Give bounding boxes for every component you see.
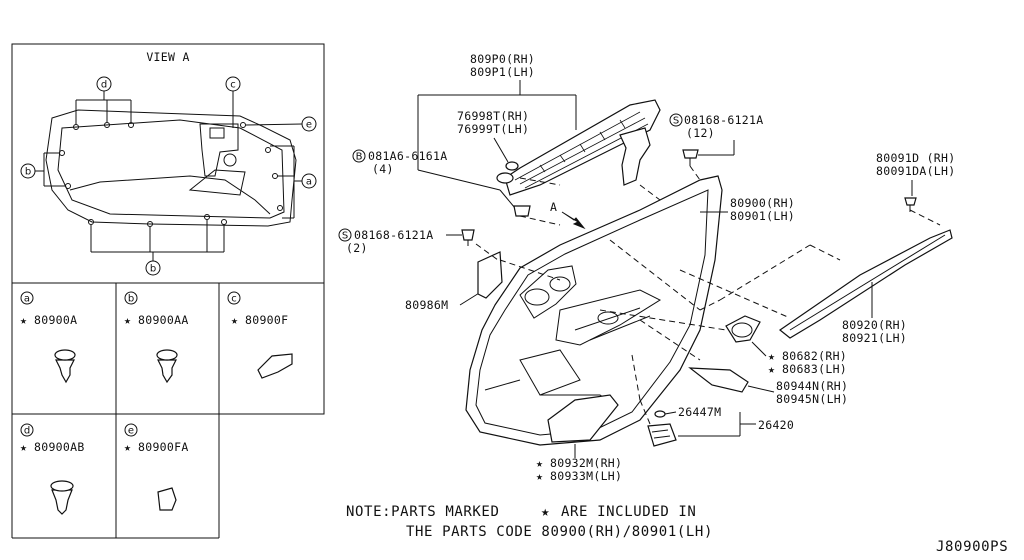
svg-text:08168-6121A: 08168-6121A — [684, 113, 763, 127]
note-line1-b: ARE INCLUDED IN — [561, 504, 696, 520]
legend-c-letter: c — [231, 294, 237, 305]
legend-e: e ★ 80900FA — [124, 423, 189, 511]
note-star: ★ — [541, 504, 550, 520]
legend-e-letter: e — [128, 426, 134, 437]
label-80682: ★ 80682(RH) ★ 80683(LH) — [725, 315, 847, 376]
svg-text:26420: 26420 — [758, 418, 794, 432]
view-a-panel: VIEW A d c e — [11, 43, 325, 539]
label-081A6: B 081A6-6161A (4) — [352, 149, 531, 217]
label-76998T: 76998T(RH) 76999T(LH) — [457, 109, 529, 171]
label-80920-lh: 80921(LH) — [842, 331, 907, 345]
svg-text:★: ★ — [768, 362, 775, 376]
svg-text:08168-6121A: 08168-6121A — [354, 228, 433, 242]
label-80932M: ★ 80932M(RH) ★ 80933M(LH) — [536, 394, 622, 483]
legend-c-star: ★ — [231, 313, 238, 327]
svg-text:26447M: 26447M — [678, 405, 721, 419]
legend-a-part: 80900A — [34, 313, 77, 327]
svg-text:A: A — [550, 200, 557, 214]
svg-text:★: ★ — [536, 456, 543, 470]
legend-a: a ★ 80900A — [20, 291, 77, 384]
svg-text:081A6-6161A: 081A6-6161A — [368, 149, 447, 163]
svg-text:S: S — [342, 231, 348, 242]
legend-d: d ★ 80900AB — [20, 423, 85, 515]
label-80986M: 80986M — [405, 251, 503, 312]
assembly-dashed-lines — [475, 165, 941, 425]
view-arrow-a: A — [550, 200, 586, 230]
svg-text:80944N(RH): 80944N(RH) — [776, 379, 848, 393]
svg-text:76998T(RH): 76998T(RH) — [457, 109, 529, 123]
callout-b-left-letter: b — [25, 167, 31, 178]
svg-text:80091DA(LH): 80091DA(LH) — [876, 164, 955, 178]
svg-text:80945N(LH): 80945N(LH) — [776, 392, 848, 406]
svg-text:S: S — [673, 116, 679, 127]
svg-text:★: ★ — [536, 469, 543, 483]
legend-b-star: ★ — [124, 313, 131, 327]
legend-b-letter: b — [128, 294, 134, 305]
svg-text:809P1(LH): 809P1(LH) — [470, 65, 535, 79]
label-26420: 26447M 26420 — [647, 405, 794, 447]
legend-b: b ★ 80900AA — [124, 291, 189, 384]
svg-text:80932M(RH): 80932M(RH) — [550, 456, 622, 470]
label-80091D: 80091D (RH) 80091DA(LH) — [876, 151, 955, 212]
view-a-title: VIEW A — [146, 50, 189, 64]
svg-text:809P0(RH): 809P0(RH) — [470, 52, 535, 66]
legend-e-part: 80900FA — [138, 440, 189, 454]
legend-a-letter: a — [24, 294, 30, 305]
label-809P0: 809P0(RH) 809P1(LH) — [417, 52, 577, 170]
legend-e-star: ★ — [124, 440, 131, 454]
svg-text:80900(RH): 80900(RH) — [730, 196, 795, 210]
label-80920-rh: 80920(RH) — [842, 318, 907, 332]
label-08168-top: S 08168-6121A (12) — [669, 113, 763, 166]
svg-text:(12): (12) — [686, 126, 715, 140]
label-08168-left: S 08168-6121A (2) — [338, 228, 475, 255]
svg-text:80091D (RH): 80091D (RH) — [876, 151, 955, 165]
label-80900: 80900(RH) 80901(LH) — [700, 196, 795, 223]
legend-c: c ★ 80900F — [227, 291, 293, 379]
svg-text:★: ★ — [768, 349, 775, 363]
svg-text:(4): (4) — [372, 162, 394, 176]
diagram-code: J80900PS — [936, 539, 1008, 555]
note-line1-a: NOTE:PARTS MARKED — [346, 504, 500, 520]
callout-e-letter: e — [306, 120, 312, 131]
callout-a-letter: a — [306, 177, 312, 188]
legend-d-star: ★ — [20, 440, 27, 454]
callout-d-letter: d — [101, 80, 107, 91]
legend-b-part: 80900AA — [138, 313, 189, 327]
svg-text:80986M: 80986M — [405, 298, 448, 312]
callout-b-bottom-letter: b — [150, 264, 156, 275]
note-block: NOTE:PARTS MARKED ★ ARE INCLUDED IN THE … — [346, 504, 713, 540]
legend-d-part: 80900AB — [34, 440, 85, 454]
view-a-door-outline — [45, 109, 297, 227]
svg-text:80682(RH): 80682(RH) — [782, 349, 847, 363]
legend-c-part: 80900F — [245, 313, 288, 327]
callout-c-letter: c — [230, 80, 236, 91]
legend-a-star: ★ — [20, 313, 27, 327]
upper-trim-strip — [496, 99, 661, 196]
svg-text:80901(LH): 80901(LH) — [730, 209, 795, 223]
svg-text:B: B — [356, 152, 363, 163]
svg-text:76999T(LH): 76999T(LH) — [457, 122, 529, 136]
long-molding: 80920(RH) 80921(LH) — [778, 229, 953, 345]
label-80944N: 80944N(RH) 80945N(LH) — [688, 367, 848, 406]
svg-text:(2): (2) — [346, 241, 368, 255]
legend-d-letter: d — [24, 426, 30, 437]
note-line2: THE PARTS CODE 80900(RH)/80901(LH) — [406, 524, 713, 540]
svg-text:80683(LH): 80683(LH) — [782, 362, 847, 376]
svg-text:80933M(LH): 80933M(LH) — [550, 469, 622, 483]
